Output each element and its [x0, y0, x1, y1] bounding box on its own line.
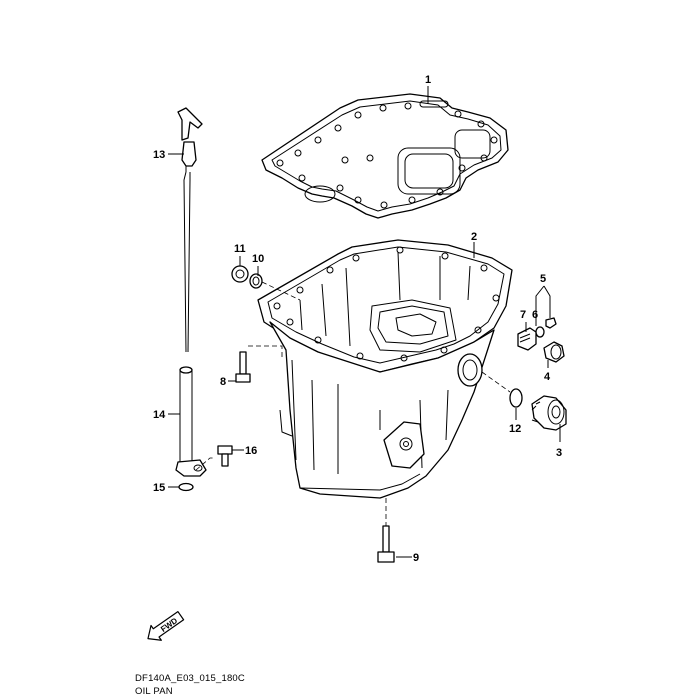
fitting-parts-10-11 — [231, 265, 263, 289]
oil-pan-part-2 — [257, 239, 513, 499]
callout-1: 1 — [425, 74, 431, 86]
callout-15: 15 — [153, 482, 165, 494]
guide-tube-part-14 — [175, 366, 207, 477]
fwd-direction-arrow: FWD — [147, 610, 185, 641]
callout-7: 7 — [520, 309, 526, 321]
callout-4: 4 — [544, 371, 551, 383]
o-ring-part-12 — [509, 388, 523, 408]
plug-part-3 — [531, 395, 567, 431]
gasket-part-1 — [261, 93, 509, 219]
diagram-title: OIL PAN — [135, 686, 173, 697]
callout-10: 10 — [252, 253, 264, 265]
callout-16: 16 — [245, 445, 257, 457]
leader-lines — [168, 86, 561, 558]
bolt-part-16 — [217, 445, 233, 467]
callout-13: 13 — [153, 149, 165, 161]
bolt-part-9 — [377, 525, 395, 563]
callout-8: 8 — [220, 376, 226, 388]
callout-14: 14 — [153, 409, 166, 421]
assembly-lines — [195, 281, 511, 526]
fitting-parts-6-7 — [517, 317, 557, 351]
callout-6: 6 — [532, 309, 538, 321]
callout-12: 12 — [509, 423, 521, 435]
dipstick-part-13 — [177, 107, 203, 353]
callout-9: 9 — [413, 552, 419, 564]
bolt-part-8 — [235, 351, 251, 383]
callout-labels: 1 2 3 4 5 6 7 8 9 10 11 12 13 14 15 16 — [153, 74, 562, 564]
callout-3: 3 — [556, 447, 562, 459]
callout-11: 11 — [234, 243, 246, 255]
diagram-code: DF140A_E03_015_180C — [135, 673, 245, 684]
callout-5: 5 — [540, 273, 546, 285]
o-ring-part-15 — [178, 482, 194, 492]
plug-part-4 — [543, 341, 565, 363]
callout-2: 2 — [471, 231, 477, 243]
